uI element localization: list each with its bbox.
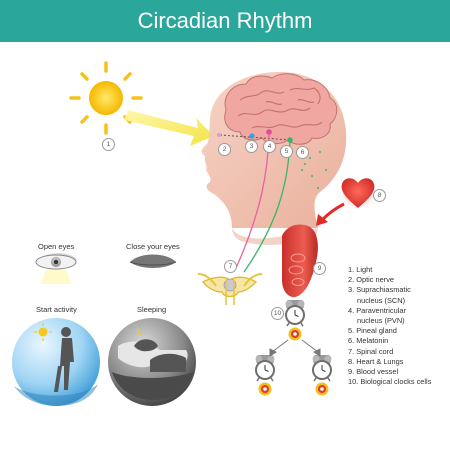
legend-item: 3. Suprachiasmatic	[348, 285, 411, 295]
clock-arrows	[269, 339, 321, 357]
legend-item: 5. Pineal gland	[348, 326, 397, 336]
closed-eye-icon	[129, 254, 177, 268]
start-activity-label: Start activity	[36, 305, 77, 314]
open-eye-icon	[35, 253, 77, 284]
marker-2: 2	[218, 143, 231, 156]
sleeping-person-icon	[112, 339, 194, 400]
alarm-clock-icon	[311, 354, 333, 397]
marker-8: 8	[373, 189, 386, 202]
marker-5: 5	[280, 145, 293, 158]
sleeping-scene	[108, 318, 196, 406]
alarm-clock-icon	[254, 354, 276, 397]
legend-item: nucleus (PVN)	[357, 316, 405, 326]
legend-item: 7. Spinal cord	[348, 346, 394, 356]
header-bar	[0, 0, 450, 42]
marker-10: 10	[271, 307, 284, 320]
legend-item: 2. Optic nerve	[348, 275, 395, 285]
sun-icon	[34, 323, 52, 341]
marker-7: 7	[224, 260, 237, 273]
legend-item: 8. Heart & Lungs	[348, 356, 404, 366]
page-title: Circadian Rhythm	[137, 8, 313, 33]
heart-arrow	[316, 202, 345, 226]
marker-9: 9	[313, 262, 326, 275]
heart-icon	[338, 177, 378, 211]
blood-vessel-icon	[282, 224, 318, 298]
open-eyes-label: Open eyes	[38, 242, 75, 251]
brain-icon	[224, 73, 338, 145]
walking-person-icon	[54, 327, 74, 392]
marker-6: 6	[296, 146, 309, 159]
alarm-clock-icon	[284, 299, 306, 342]
sun-icon	[69, 61, 143, 135]
marker-4: 4	[263, 140, 276, 153]
spinal-cord-icon	[197, 273, 263, 305]
legend-item: nucleus (SCN)	[357, 295, 406, 305]
light-arrow	[124, 110, 214, 146]
close-eyes-label: Close your eyes	[126, 242, 180, 251]
legend-item: 6. Melatonin	[348, 336, 389, 346]
legend-item: 9. Blood vessel	[348, 367, 399, 377]
legend: 1. Light 2. Optic nerve 3. Suprachiasmat…	[348, 265, 448, 387]
sleeping-label: Sleeping	[137, 305, 167, 314]
legend-item: 4. Paraventricular	[348, 305, 406, 315]
start-activity-scene	[12, 318, 100, 406]
legend-item: 10. Biological clocks cells	[348, 377, 432, 387]
marker-3: 3	[245, 140, 258, 153]
legend-item: 1. Light	[348, 265, 373, 274]
marker-1: 1	[102, 138, 115, 151]
